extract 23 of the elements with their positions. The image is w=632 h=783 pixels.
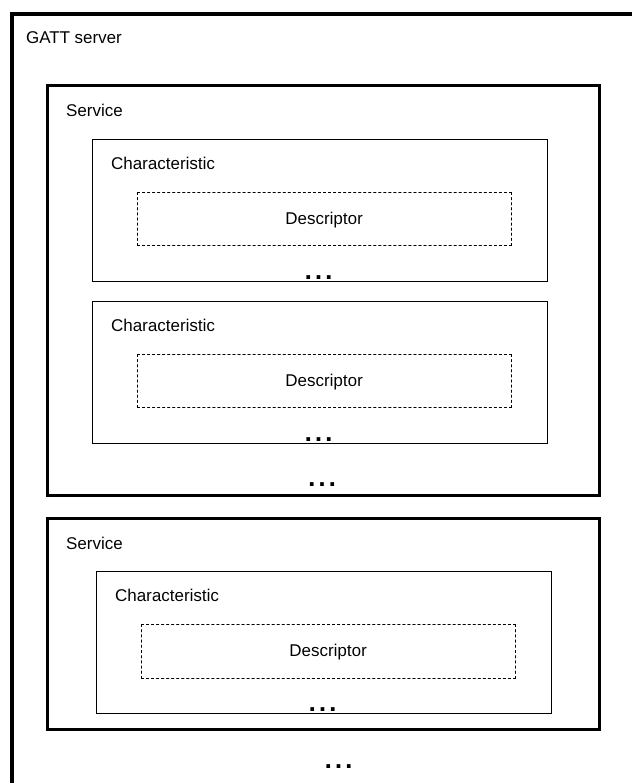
box-heading: Service <box>66 101 123 121</box>
ellipsis-mark: ... <box>304 421 336 443</box>
ellipsis-mark: ... <box>308 466 339 488</box>
box-heading: GATT server <box>26 28 122 48</box>
descriptor-box <box>136 192 512 246</box>
characteristic-box <box>96 571 552 714</box>
box-heading: Service <box>66 534 123 554</box>
box-label: Descriptor <box>289 641 367 661</box>
ellipsis-mark: ... <box>304 259 336 281</box>
box-label: Descriptor <box>285 208 363 228</box>
box-heading: Characteristic <box>111 154 215 174</box>
service-box <box>46 84 601 497</box>
characteristic-box <box>92 301 548 444</box>
ellipsis-mark: ... <box>308 691 340 713</box>
ellipsis-mark: ... <box>324 748 356 770</box>
service-box <box>46 517 601 731</box>
box-label: Descriptor <box>285 370 363 390</box>
server-box <box>10 12 632 783</box>
box-heading: Characteristic <box>111 316 215 336</box>
characteristic-box <box>92 139 548 282</box>
descriptor-box <box>140 624 516 678</box>
box-heading: Characteristic <box>115 586 219 606</box>
descriptor-box <box>136 354 512 408</box>
